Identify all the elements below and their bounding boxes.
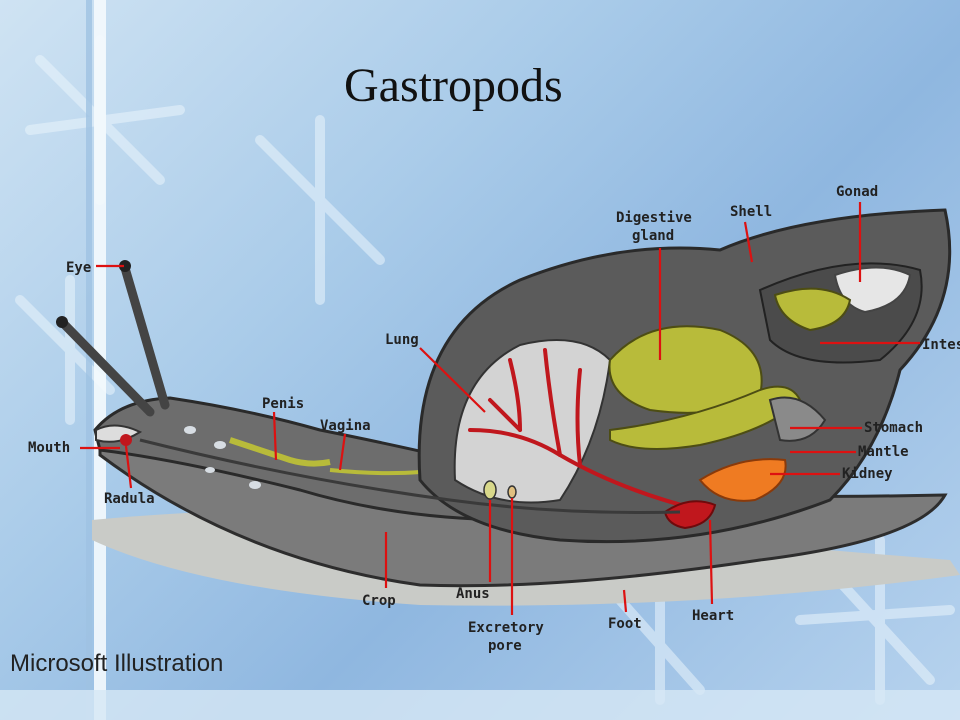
label-mouth: Mouth [28, 440, 70, 456]
label-intestine: Intes [922, 337, 960, 353]
label-excretory-pore-line2: pore [488, 638, 522, 654]
bottom-band [0, 690, 960, 720]
stomach [768, 396, 827, 442]
slide-title: Gastropods [344, 59, 563, 112]
label-crop: Crop [362, 593, 396, 609]
label-penis: Penis [262, 396, 304, 412]
excretory-pore-organ [507, 485, 517, 499]
crop-duct [139, 438, 681, 514]
penis-organ [229, 437, 331, 467]
kidney [698, 458, 787, 502]
label-excretory-pore-line1: Excretory [468, 620, 544, 636]
radula-spot [120, 434, 132, 446]
label-anus: Anus [456, 586, 490, 602]
intestine-coil [773, 287, 852, 332]
label-stomach: Stomach [864, 420, 923, 436]
eye-dot [119, 260, 131, 272]
left-bar-dark [86, 0, 92, 720]
label-leaders [80, 202, 920, 615]
label-lung: Lung [385, 332, 419, 348]
label-eye: Eye [66, 260, 91, 276]
tentacle-upper [120, 263, 170, 410]
tentacle-tip [56, 316, 68, 328]
label-radula: Radula [104, 491, 155, 507]
illustration-credit: Microsoft Illustration [10, 650, 224, 677]
tentacle-lower [57, 317, 155, 417]
heart [663, 500, 717, 530]
label-gonad: Gonad [836, 184, 878, 200]
label-shell: Shell [730, 204, 772, 220]
label-digestive-gland-line2: gland [632, 228, 674, 244]
label-foot: Foot [608, 616, 642, 632]
vagina-organ [329, 468, 421, 476]
label-mantle: Mantle [858, 444, 909, 460]
label-kidney: Kidney [842, 466, 893, 482]
label-digestive-gland-line1: Digestive [616, 210, 692, 226]
label-vagina: Vagina [320, 418, 371, 434]
head-spots [184, 426, 261, 489]
anus-organ [483, 480, 497, 500]
label-heart: Heart [692, 608, 734, 624]
lung-vessels [468, 348, 702, 512]
